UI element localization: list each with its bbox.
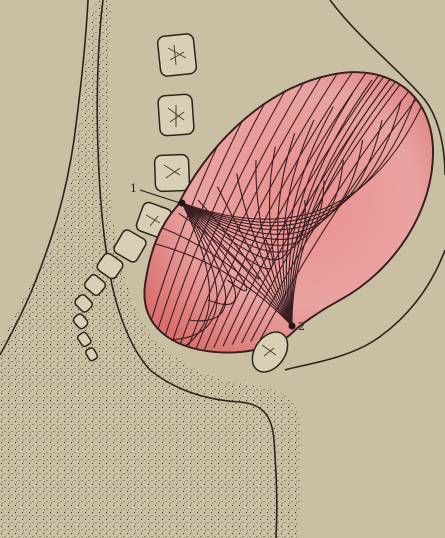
marker-1-label: 1: [130, 182, 137, 195]
vertebra: [157, 33, 197, 77]
marker-1-leader: [140, 190, 180, 203]
marker-2-label: 2: [298, 320, 305, 333]
vertebra: [154, 154, 189, 191]
marker-2-point: [289, 323, 296, 330]
uterus-body: [140, 40, 440, 360]
